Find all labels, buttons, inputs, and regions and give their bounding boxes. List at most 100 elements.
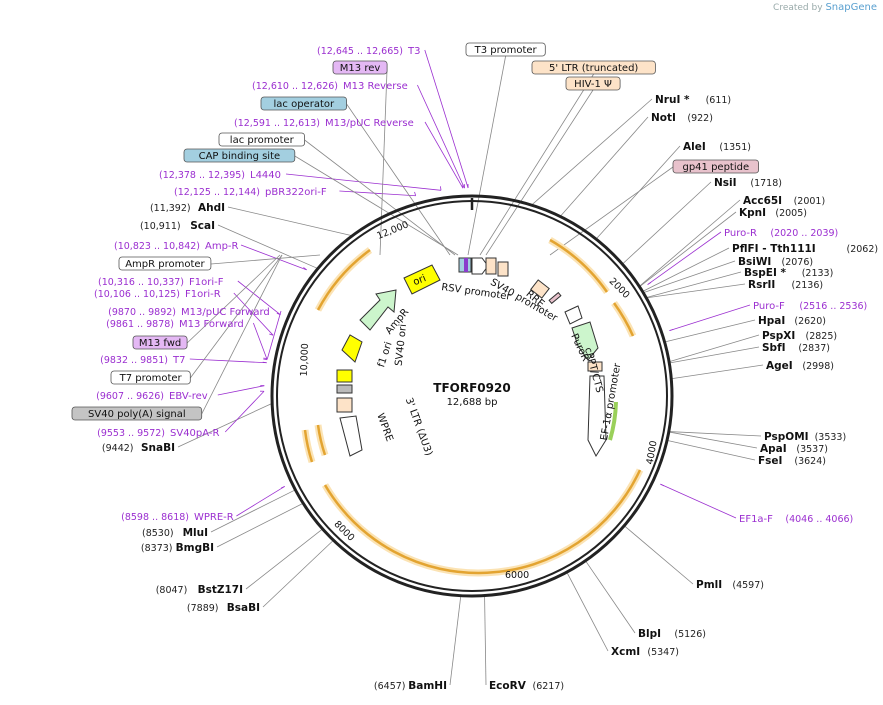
enzyme-pmli-position: (4597) <box>732 580 764 591</box>
enzyme-bmgbi-label: BmgBI <box>176 542 214 554</box>
primer-ebv-rev-label: EBV-rev <box>169 391 208 402</box>
primer-ef1a-f-range: (4046 .. 4066) <box>785 514 853 525</box>
enzyme-pspxi-leader <box>668 334 760 363</box>
feature-box-lac-promoter-label: lac promoter <box>230 135 295 146</box>
feature-box-lac-promoter <box>218 132 305 147</box>
ori-arrow <box>403 264 441 295</box>
primer-f1ori-f-range: (10,316 .. 10,337) <box>98 277 184 288</box>
enzyme-bsiwi-label: BsiWI <box>738 256 771 268</box>
tick-10000: 10,000 <box>299 343 311 377</box>
inner-feature-labels: ori AmpR f1 ori SV40 ori RSV promoter SV… <box>374 273 623 457</box>
cppt-box <box>587 361 603 372</box>
enzyme-scai-leader <box>217 224 319 269</box>
orf-arcs <box>301 236 644 577</box>
ampr-arrow <box>359 289 397 331</box>
enzyme-bsiwi-position: (2076) <box>782 257 814 268</box>
primer-sv40pa-r-leader <box>224 390 265 433</box>
primer-ebv-rev-leader <box>217 385 265 396</box>
enzyme-pmli-label: PmlI <box>696 579 722 591</box>
enzyme-rsrii-leader <box>646 283 746 299</box>
orf-arc-2-core <box>612 302 635 337</box>
enzyme-hpai-leader <box>664 319 756 343</box>
feature-box-gp41-peptide <box>672 159 759 174</box>
primer-sv40pa-r-label: SV40pA-R <box>170 428 219 439</box>
primer-sv40pa-r-range: (9553 .. 9572) <box>97 428 165 439</box>
enzyme-nrui-leader <box>531 98 653 206</box>
primer-m13-reverse-range: (12,610 .. 12,626) <box>252 81 338 92</box>
primer-m13-forward-leader <box>253 322 268 360</box>
tick-4000: 4000 <box>645 440 660 466</box>
enzyme-pflfi-tth111i-label: PflFI - Tth111I <box>732 243 816 255</box>
sv40-ori-box <box>336 369 353 383</box>
enzyme-acc65i-label: Acc65I <box>743 195 782 207</box>
primer-ef1a-f-label: EF1a-F <box>739 514 773 525</box>
primer-l4440-tick <box>440 186 442 191</box>
enzyme-acc65i-leader <box>639 199 741 287</box>
enzyme-xcmi-position: (5347) <box>647 647 679 658</box>
primer-f1ori-f-leader <box>237 280 281 316</box>
enzyme-nrui-position: (611) <box>706 95 732 106</box>
enzyme-pflfi-tth111i-position: (2062) <box>847 244 879 255</box>
enzyme-alei-label: AleI <box>683 141 706 153</box>
enzyme-bamhi-leader <box>449 595 462 686</box>
enzyme-bmgbi-position: (8373) <box>141 543 173 554</box>
feature-box-t3-promoter-leader <box>467 55 507 256</box>
ltr5-box <box>485 257 497 275</box>
orf-arc-main-core <box>323 469 642 575</box>
feature-box-m13-rev-label: M13 rev <box>340 63 381 74</box>
feature-box-lac-operator <box>260 96 347 111</box>
enzyme-pspomi-label: PspOMI <box>764 431 809 443</box>
feature-box-m13-fwd-label: M13 fwd <box>139 338 181 349</box>
primer-ef1a-f-tick <box>660 483 665 487</box>
orf-arc-1-core <box>549 238 609 293</box>
enzyme-scai-position: (10,911) <box>140 221 181 232</box>
enzyme-blpi-position: (5126) <box>674 629 706 640</box>
primer-l4440-range: (12,378 .. 12,395) <box>159 170 245 181</box>
hiv-psi-box <box>497 261 509 277</box>
enzyme-kpni-leader <box>639 211 737 288</box>
feature-box-cap-binding-site <box>183 148 296 163</box>
primer-wpre-r-leader <box>236 486 285 517</box>
feature-box-t7-promoter-label: T7 promoter <box>119 373 183 384</box>
primer-amp-r-label: Amp-R <box>205 241 239 252</box>
rre-box <box>530 279 550 299</box>
snapgene-credit: Created by SnapGene <box>773 2 877 13</box>
primer-m13-puc-forward-label: M13/pUC Forward <box>181 307 270 318</box>
inner-label-3ltr: 3' LTR (ΔU3) <box>403 396 434 457</box>
orf-arc-main <box>321 468 644 577</box>
enzyme-nsii-leader <box>622 181 712 265</box>
primer-l4440-leader <box>285 173 442 191</box>
credit-prefix: Created by <box>773 3 823 13</box>
enzyme-fsei-position: (3624) <box>794 456 826 467</box>
orf-arc-left-1-core <box>303 429 314 463</box>
feature-box-t7-promoter <box>110 370 191 385</box>
primer-m13-puc-reverse-label: M13/pUC Reverse <box>325 118 414 129</box>
tick-6000: 6000 <box>505 570 529 581</box>
primer-t7-tick <box>262 361 267 364</box>
enzyme-blpi-label: BlpI <box>638 628 661 640</box>
primer-puro-r-label: Puro-R <box>724 228 757 239</box>
gp41-box <box>548 291 562 305</box>
enzyme-sbfi-position: (2837) <box>798 343 830 354</box>
enzyme-hpai-position: (2620) <box>794 316 826 327</box>
feature-box-cap-binding-site-leader <box>294 155 459 256</box>
feature-box-t3-promoter-label: T3 promoter <box>474 45 538 56</box>
feature-box-cap-binding-site-label: CAP binding site <box>199 151 281 162</box>
plasmid-length: 12,688 bp <box>447 397 498 408</box>
feature-box-sv40-poly-a-signal-leader <box>201 254 283 415</box>
enzyme-agei-label: AgeI <box>766 360 793 372</box>
wpre-arrow <box>339 415 363 457</box>
primer-f1ori-f-label: F1ori-F <box>189 277 224 288</box>
primer-amp-r-tick <box>303 267 307 271</box>
feature-box-m13-fwd <box>132 335 188 350</box>
puror-arrow <box>571 321 599 361</box>
feature-box-hiv-1-leader <box>485 89 594 256</box>
enzyme-apai-leader <box>668 431 758 449</box>
enzyme-hpai-label: HpaI <box>758 315 785 327</box>
ef1a-arrow <box>587 375 607 458</box>
feature-box-lac-promoter-leader <box>304 139 456 256</box>
enzyme-bstz17i-position: (8047) <box>156 585 188 596</box>
label-leader-lines <box>177 49 764 686</box>
primer-m13-puc-reverse-range: (12,591 .. 12,613) <box>234 118 320 129</box>
